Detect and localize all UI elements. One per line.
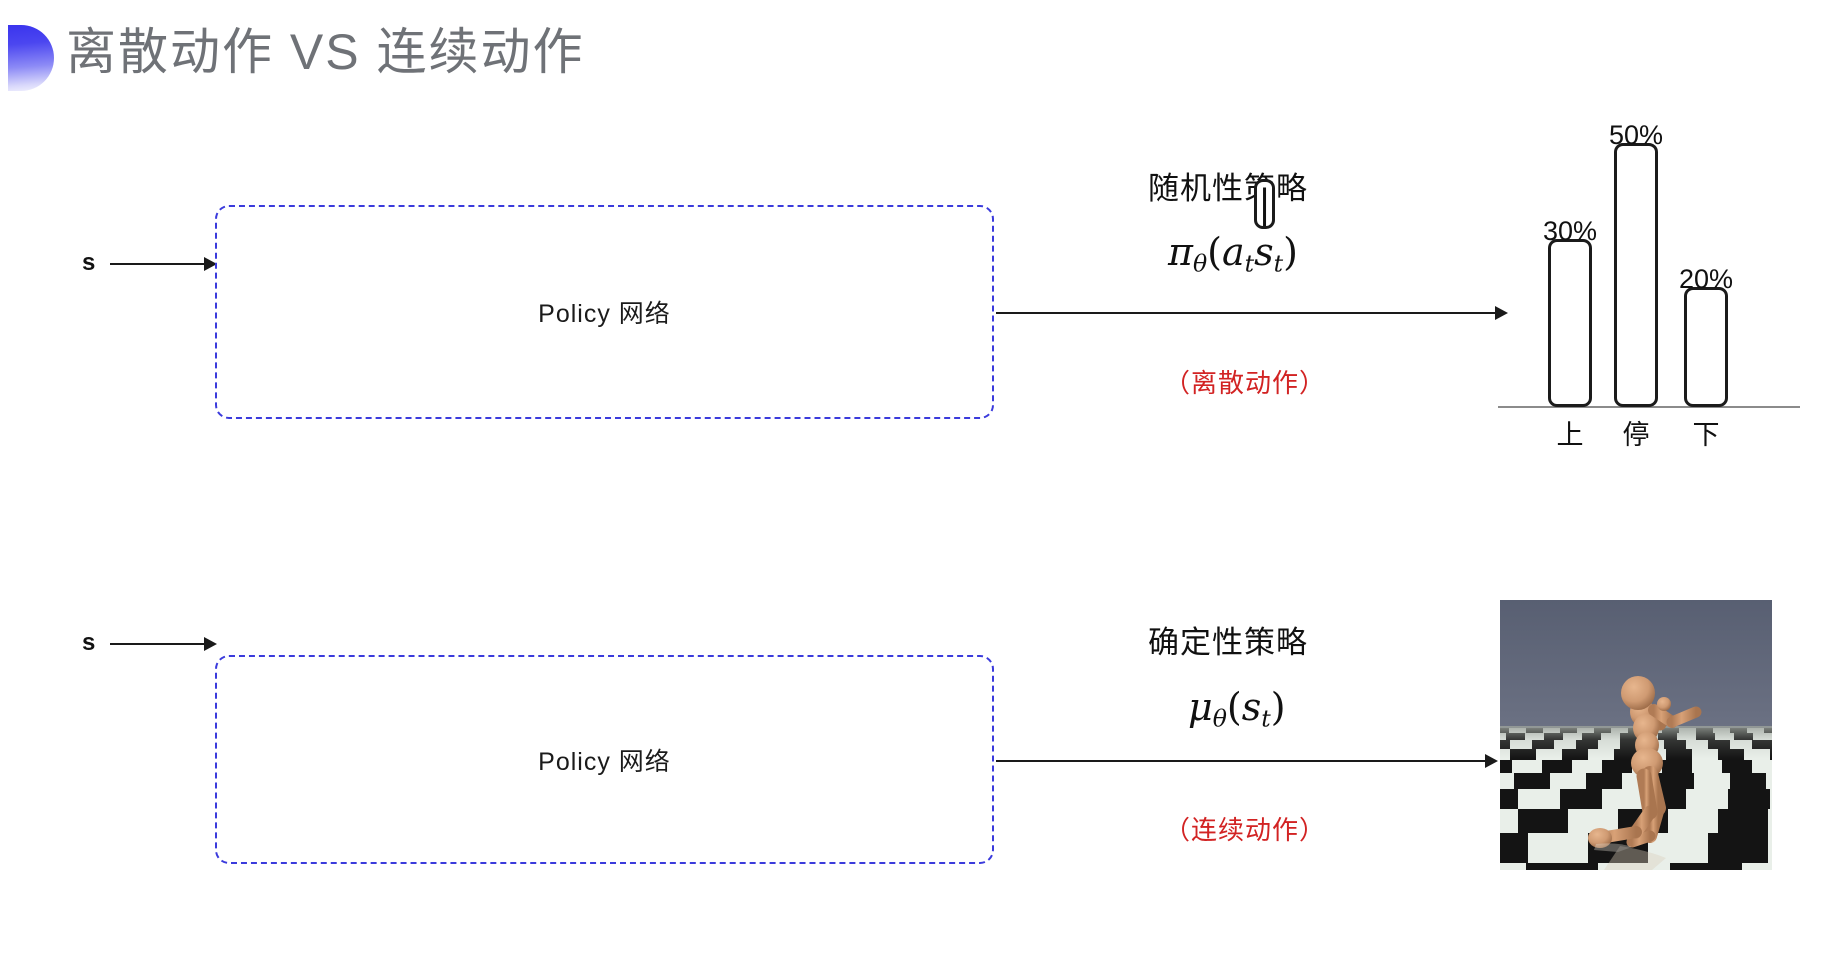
formula-arg-a-sub: t: [1244, 249, 1255, 278]
page-title: 离散动作 VS 连续动作: [66, 24, 585, 80]
bar-value-up: 30%: [1542, 216, 1598, 246]
input-state-label-discrete: s: [82, 249, 96, 276]
formula-symbol-mu: μ: [1188, 685, 1213, 729]
formula-sub-theta-continuous: θ: [1212, 704, 1227, 733]
bar-category-down: 下: [1692, 420, 1720, 450]
humanoid-figure: [1588, 676, 1702, 848]
formula-given-bar: |: [1254, 178, 1275, 229]
formula-sub-theta: θ: [1192, 249, 1208, 278]
arrow-policy-to-output-discrete: [996, 306, 1508, 320]
formula-arg-s-sub: t: [1273, 249, 1284, 278]
humanoid-simulation-image: [1500, 600, 1772, 870]
bar-value-stop: 50%: [1608, 120, 1664, 150]
formula-close-paren: ): [1283, 230, 1298, 274]
bar-up: [1548, 239, 1592, 407]
arrow-input-to-policy-continuous: [110, 637, 217, 651]
policy-network-box-discrete[interactable]: Policy 网络: [215, 205, 994, 419]
humanoid-scene-svg: [1500, 600, 1772, 870]
formula-arg-a: a: [1222, 230, 1245, 274]
bar-category-stop: 停: [1622, 420, 1650, 450]
formula-open-paren: (: [1207, 230, 1222, 274]
formula-close-paren-continuous: ): [1270, 685, 1286, 729]
formula-arg-s-sub-continuous: t: [1261, 704, 1271, 733]
arrow-input-to-policy-discrete: [110, 257, 217, 271]
policy-network-label-continuous: Policy 网络: [538, 747, 671, 776]
policy-type-label-continuous: 确定性策略: [1148, 625, 1308, 660]
formula-open-paren-continuous: (: [1226, 685, 1242, 729]
chart-baseline-axis: [1498, 406, 1800, 408]
arrow-policy-to-output-continuous: [996, 754, 1498, 768]
floor-reflection: [1594, 843, 1666, 870]
policy-type-label-discrete: 随机性策略: [1148, 171, 1308, 206]
action-note-continuous: （连续动作）: [1164, 815, 1327, 845]
policy-formula-discrete: πθ(at |st): [1168, 178, 1298, 278]
policy-network-box-continuous[interactable]: Policy 网络: [215, 655, 994, 864]
action-note-discrete: （离散动作）: [1164, 368, 1327, 398]
bar-down: [1684, 287, 1728, 407]
policy-network-label-discrete: Policy 网络: [538, 300, 671, 328]
formula-symbol-pi: π: [1168, 230, 1193, 274]
bar-category-up: 上: [1556, 420, 1584, 450]
formula-arg-s: s: [1254, 230, 1274, 274]
bar-value-down: 20%: [1678, 264, 1734, 294]
bar-stop: [1614, 143, 1658, 407]
action-probability-bar-chart: 30% 上 50% 停 20% 下: [1498, 96, 1838, 456]
input-state-label-continuous: s: [82, 629, 96, 656]
half-circle-gradient-icon: [8, 25, 54, 91]
policy-formula-continuous: μθ(st): [1188, 685, 1286, 733]
formula-arg-s-continuous: s: [1241, 685, 1262, 729]
